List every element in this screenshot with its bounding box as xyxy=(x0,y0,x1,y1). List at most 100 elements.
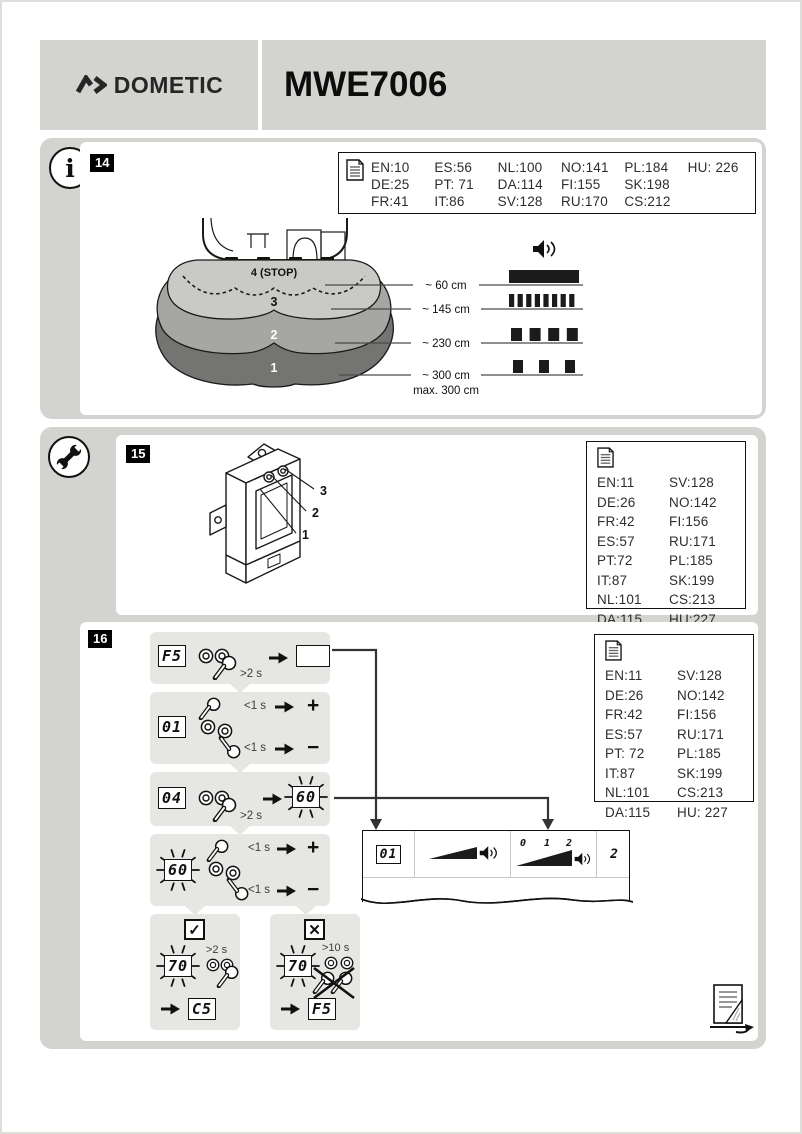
checkmark-box: ✓ xyxy=(184,919,205,940)
figure-badge-14: 14 xyxy=(90,154,115,172)
figure-badge-16: 16 xyxy=(88,630,113,648)
increase-label: + xyxy=(307,694,320,717)
table-cell-default-value: 2 xyxy=(610,846,618,862)
press-duration: <1 s xyxy=(248,842,271,854)
cross-box: ✕ xyxy=(304,919,325,940)
vehicle-drawing xyxy=(202,218,348,263)
volume-wedge-icon xyxy=(428,845,497,861)
zone-1-label: 1 xyxy=(271,361,278,375)
figure-badge-15: 15 xyxy=(126,445,151,463)
arrow-right-icon xyxy=(276,842,298,856)
header-logo-box: DOMETIC xyxy=(40,40,258,130)
pointing-hand-icon xyxy=(212,796,238,822)
header-title-box: MWE7006 xyxy=(262,40,766,130)
part-label-3: 3 xyxy=(320,484,327,498)
page-title: MWE7006 xyxy=(284,65,448,104)
control-unit-diagram: 3 2 1 xyxy=(209,443,327,584)
dometic-logo-mark-icon xyxy=(75,75,107,94)
arrow-right-icon xyxy=(160,1002,182,1016)
zone-3-label: 3 xyxy=(271,295,278,309)
no-press-hands-icon xyxy=(310,966,355,1000)
display-blank xyxy=(296,645,330,667)
zone-4-label: 4 (STOP) xyxy=(251,267,298,279)
button-icon xyxy=(200,719,216,735)
display-value: C5 xyxy=(188,998,217,1020)
flashing-display: 60 xyxy=(278,775,334,819)
arrow-right-icon xyxy=(274,742,296,756)
step-1-enter-menu: F5 >2 s xyxy=(150,632,330,684)
press-duration: <1 s xyxy=(248,884,271,896)
button-icon xyxy=(208,861,224,877)
pointing-hand-icon xyxy=(198,696,222,720)
pointing-hand-icon xyxy=(212,654,238,680)
section-16-panel: 16 F5 >2 s 01 <1 s + xyxy=(80,622,758,1041)
display-value: F5 xyxy=(308,998,337,1020)
step-4-adjust-value: 60 <1 s + <1 s − xyxy=(150,834,330,906)
press-duration: <1 s xyxy=(244,700,267,712)
volume-scale-icon: 0 1 2 xyxy=(515,838,590,866)
arrow-right-icon xyxy=(280,1002,302,1016)
distance-300: ~ 300 cm xyxy=(422,370,470,382)
table-cell-volume-scale: 0 1 2 xyxy=(511,831,597,877)
part-label-1: 1 xyxy=(302,528,309,542)
document-icon xyxy=(597,447,614,468)
decrease-label: − xyxy=(307,736,320,759)
distance-max: max. 300 cm xyxy=(413,385,479,397)
section-15-16-container: 15 xyxy=(40,427,766,1049)
pointing-hand-icon xyxy=(226,878,250,902)
svg-text:1: 1 xyxy=(544,838,550,849)
step-2-select-parameter: 01 <1 s + <1 s − xyxy=(150,692,330,764)
display-value: 01 xyxy=(158,716,187,738)
speaker-icon xyxy=(533,240,556,258)
section-15-panel: 15 xyxy=(116,435,758,627)
svg-text:2: 2 xyxy=(565,838,572,849)
display-value: 04 xyxy=(158,787,187,809)
pointing-hand-icon xyxy=(216,964,240,988)
torn-edge xyxy=(361,897,633,913)
document-icon xyxy=(346,159,364,181)
document-icon xyxy=(605,640,622,661)
flashing-display: 60 xyxy=(150,848,206,892)
distance-145: ~ 145 cm xyxy=(422,304,470,316)
svg-text:0: 0 xyxy=(520,838,526,849)
step-3-open-value: 04 >2 s 60 xyxy=(150,772,330,826)
zone-3-shape xyxy=(166,259,382,320)
step-6-cancel-timeout: ✕ 70 >10 s F5 xyxy=(270,914,360,1030)
pointing-hand-icon xyxy=(218,736,242,760)
beep-pattern-continuous xyxy=(509,270,579,283)
table-cell-volume-icon xyxy=(415,831,511,877)
display-value: F5 xyxy=(158,645,187,667)
wrench-icon xyxy=(48,436,90,478)
beep-pattern-medium xyxy=(511,328,578,341)
decrease-label: − xyxy=(307,878,320,901)
pointing-hand-icon xyxy=(206,838,230,862)
page-turn-icon xyxy=(710,984,754,1034)
distance-labels: ~ 60 cm ~ 145 cm ~ 230 cm ~ 300 cm max. … xyxy=(411,277,481,397)
step-5-confirm-save: ✓ 70 >2 s C5 xyxy=(150,914,240,1030)
press-duration: >10 s xyxy=(322,942,350,954)
press-duration: >2 s xyxy=(206,944,228,956)
increase-label: + xyxy=(307,836,320,859)
distance-230: ~ 230 cm xyxy=(422,338,470,350)
distance-60: ~ 60 cm xyxy=(425,280,466,292)
detection-zones-diagram: 4 (STOP) 3 2 1 ~ 60 cm ~ 145 cm ~ 230 cm xyxy=(155,218,583,397)
arrow-right-icon xyxy=(268,651,290,665)
beep-pattern-slow xyxy=(513,360,575,373)
zone-2-label: 2 xyxy=(271,328,278,342)
arrow-right-icon xyxy=(276,884,298,898)
flashing-display: 70 xyxy=(150,944,206,988)
press-duration: >2 s xyxy=(240,668,263,680)
table-cell-parameter: 01 xyxy=(363,831,415,877)
